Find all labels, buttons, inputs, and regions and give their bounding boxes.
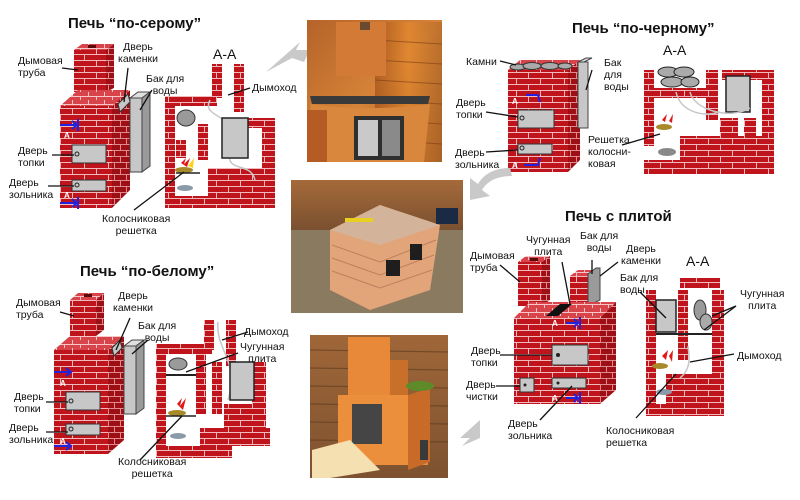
axis-marker-white-bottom: А [60,437,66,446]
title-white-stove: Печь “по-белому” [80,263,215,280]
stove-plate-3d [514,256,616,404]
label-stove-cast-iron-plate: Чугунная плита [740,288,785,312]
axis-marker-stove-top: А [552,319,558,328]
label-gray-ash-door: Дверь зольника [9,177,54,201]
label-white-water-tank: Бак для воды [138,320,177,344]
firebox-door [71,144,107,164]
ash-door [71,179,107,192]
label-black-grate: Решетка колосни- ковая [588,134,631,170]
section-marker-gray: А-А [213,46,237,62]
label-stove-cast-iron-plate-top: Чугунная плита [526,234,571,258]
label-black-firebox-door: Дверь топки [456,97,486,121]
label-gray-water-tank: Бак для воды [146,73,185,97]
stove-white-section [156,320,270,458]
label-white-ash-door: Дверь зольника [9,422,54,446]
label-stove-flue: Дымоход [737,350,782,362]
label-gray-heater-door: Дверь каменки [118,41,158,65]
label-black-water-tank: Бак для воды [604,57,629,93]
photo-sauna-stove-with-chimney [309,335,449,478]
label-gray-chimney: Дымовая труба [18,55,63,79]
label-black-ash-door: Дверь зольника [455,147,500,171]
title-stove-with-plate: Печь с плитой [565,208,672,225]
label-white-cast-iron-plate: Чугунная плита [240,341,285,365]
title-gray-stove: Печь “по-серому” [68,15,202,32]
axis-marker-gray-bottom: А [64,191,70,200]
arrow-to-photo-3 [460,420,480,446]
stove-gray-3d [60,44,152,209]
label-stove-firebox-door: Дверь топки [471,345,501,369]
label-white-flue: Дымоход [244,326,289,338]
label-gray-flue: Дымоход [252,82,297,94]
axis-marker-black-bottom: А [512,161,518,170]
section-marker-stove: А-А [686,253,710,269]
section-marker-black: А-А [663,42,687,58]
label-gray-firebox-door: Дверь топки [18,145,48,169]
label-white-firebox-door: Дверь топки [14,391,44,415]
label-white-grate: Колосниковая решетка [118,456,187,480]
arrow-to-photo-2 [470,168,512,200]
label-white-chimney: Дымовая труба [16,297,61,321]
stove-gray-section [165,64,275,208]
axis-marker-black-top: А [512,97,518,106]
photo-sauna-stove-tiled [307,20,443,162]
label-stove-ash-door: Дверь зольника [508,418,553,442]
stove-white-3d [54,293,146,454]
title-black-stove: Печь “по-черному” [572,20,715,37]
label-stove-grate: Колосниковая решетка [606,425,675,449]
label-stove-cleaning-door: Дверь чистки [466,379,498,403]
label-stove-water-tank: Бак для воды [620,272,659,296]
stove-black-section [644,66,774,174]
axis-marker-stove-bottom: А [552,394,558,403]
label-gray-grate: Колосниковая решетка [102,213,171,237]
label-stove-chimney: Дымовая труба [470,250,515,274]
stove-plate-section [646,278,724,416]
label-white-heater-door: Дверь каменки [113,290,153,314]
photo-stove-under-construction [291,180,463,313]
label-stove-heater-door: Дверь каменки [621,243,661,267]
axis-marker-gray-top: А [64,131,70,140]
chimney [74,50,106,92]
stove-black-3d [508,57,593,172]
arrow-to-photo-1 [266,42,310,72]
axis-marker-white-top: А [60,379,66,388]
leader-lines [46,60,737,461]
label-stove-water-tank-top: Бак для воды [580,230,619,254]
label-black-stones: Камни [466,56,497,68]
